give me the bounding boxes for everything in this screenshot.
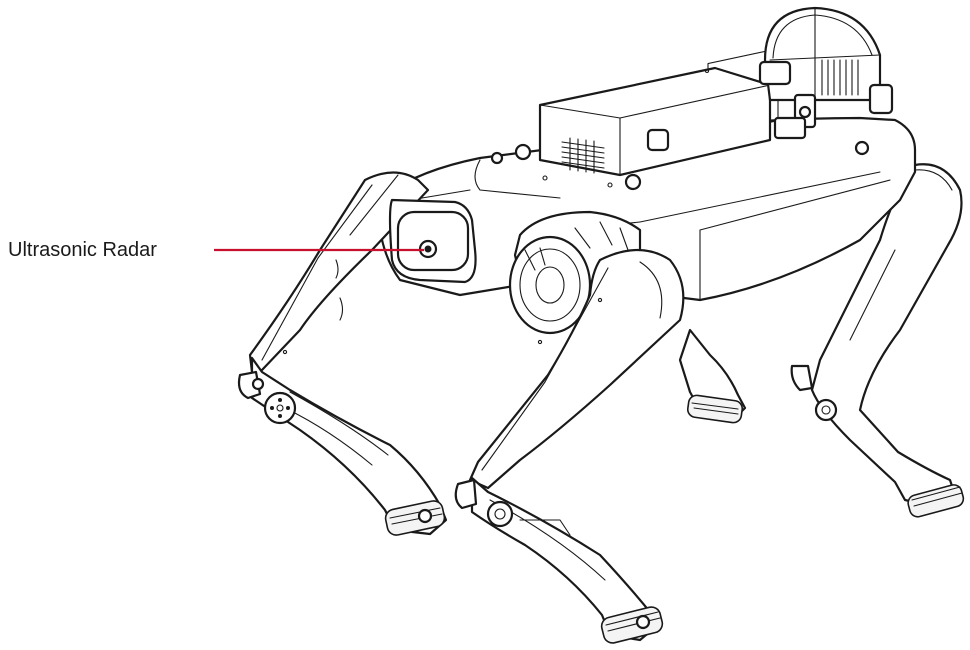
rear-left-leg [678, 328, 747, 424]
callout-label-ultrasonic-radar: Ultrasonic Radar [8, 239, 157, 261]
lidar-sensor [758, 6, 894, 140]
top-compute-box [538, 66, 772, 177]
front-left-leg [237, 171, 448, 536]
front-right-leg [454, 249, 685, 644]
rear-right-leg [790, 163, 965, 518]
vent-grille [561, 137, 605, 174]
ultrasonic-radar-sensor [424, 245, 432, 253]
front-head [388, 198, 477, 284]
robot-body [378, 48, 917, 302]
